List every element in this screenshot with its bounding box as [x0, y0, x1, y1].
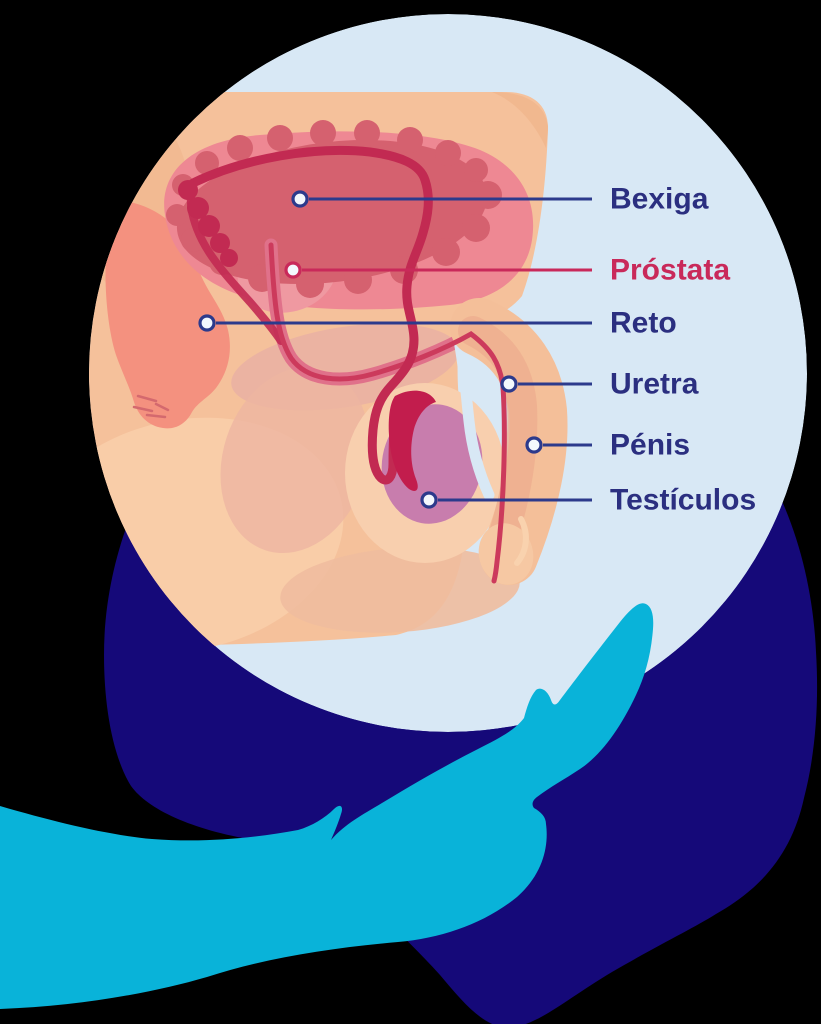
- label-penis: Pénis: [610, 429, 690, 462]
- penis-inner-layer: [458, 316, 538, 564]
- rectum-shape: [105, 200, 230, 429]
- pointer-dot-reto: [198, 314, 216, 332]
- pointer-dot-uretra: [500, 375, 518, 393]
- label-uretra: Uretra: [610, 368, 699, 401]
- pointer-dot-penis: [525, 436, 543, 454]
- label-prostata: Próstata: [610, 254, 730, 287]
- label-testiculos: Testículos: [610, 484, 756, 517]
- epididymis-shape: [388, 390, 436, 491]
- body-shading-corner: [492, 92, 548, 148]
- pointer-dot-testiculos: [420, 491, 438, 509]
- pointer-dot-bexiga: [291, 190, 309, 208]
- label-bexiga: Bexiga: [610, 183, 709, 216]
- body-penis-crevice: [453, 335, 495, 501]
- urethra-core-line: [268, 242, 507, 584]
- bladder-shape: [166, 120, 502, 298]
- foreskin-fold-line: [514, 516, 529, 566]
- glans-shape: [478, 523, 534, 585]
- label-reto: Reto: [610, 307, 677, 340]
- label-annotations: Bexiga Próstata Reto Uretra Pénis Testíc…: [198, 183, 756, 517]
- seminal-vesicle-lumps: [178, 180, 238, 267]
- pointing-hand-shape: [0, 603, 654, 1009]
- perineum-band: [280, 547, 520, 633]
- pointer-dot-prostata: [284, 261, 302, 279]
- anus-creases: [132, 394, 170, 419]
- pelvic-tissue-blob: [220, 366, 370, 554]
